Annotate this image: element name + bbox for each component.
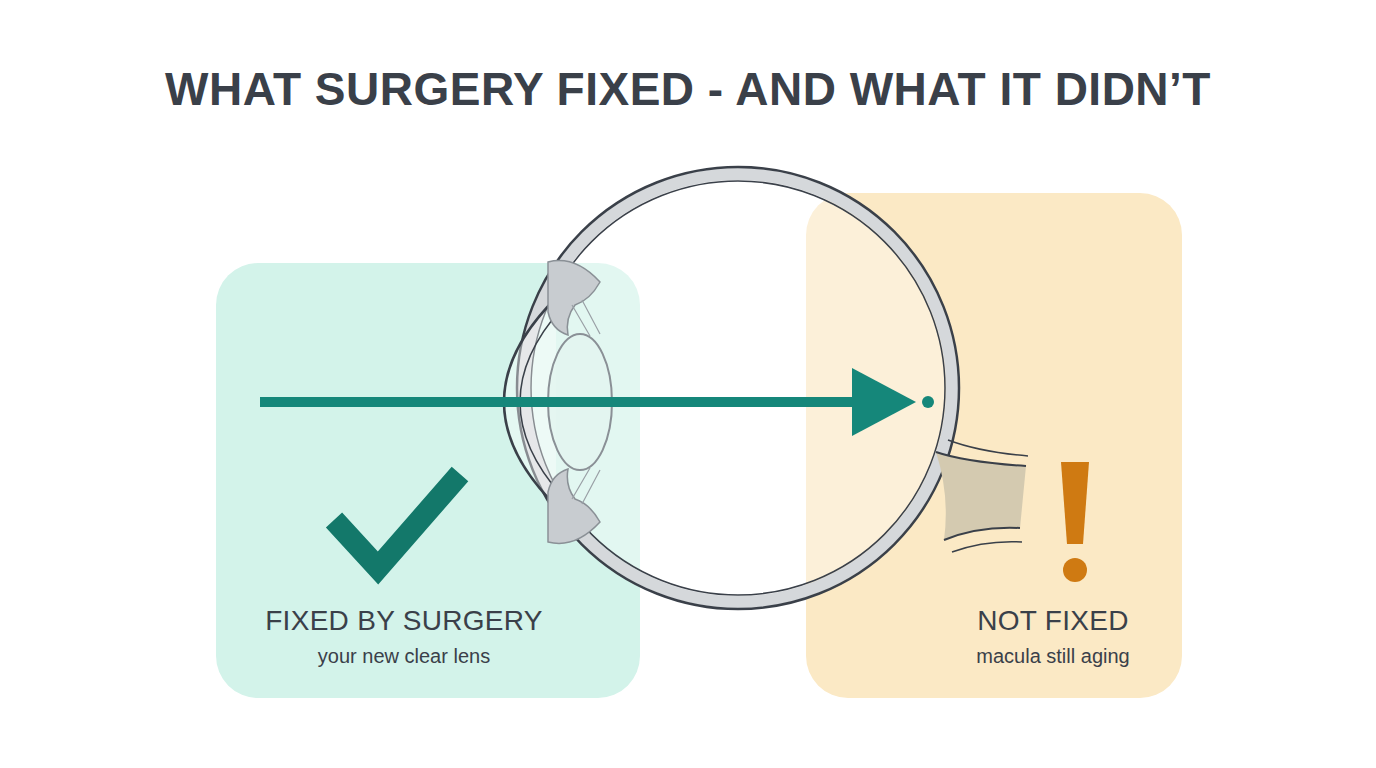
eye-interior xyxy=(517,167,959,609)
diagram-title: WHAT SURGERY FIXED - AND WHAT IT DIDN’T xyxy=(0,62,1376,116)
panel-caption: your new clear lens xyxy=(318,645,490,668)
check-mark xyxy=(334,474,460,568)
info-panel: FIXED BY SURGERY your new clear lens xyxy=(216,263,640,698)
panel-heading: NOT FIXED xyxy=(977,605,1129,637)
optic-nerve-edge xyxy=(944,528,1020,540)
eye-inner-outline xyxy=(531,181,945,595)
optic-nerve-sheath xyxy=(952,542,1022,552)
optic-nerve-edge xyxy=(936,452,1026,466)
cornea xyxy=(504,298,556,506)
cornea-inner xyxy=(520,308,562,496)
optic-nerve-sheath xyxy=(948,440,1028,456)
eye-outline xyxy=(517,167,959,609)
panel-caption: macula still aging xyxy=(976,645,1129,668)
panel-heading: FIXED BY SURGERY xyxy=(265,605,543,637)
light-ray-head xyxy=(852,368,916,436)
macula-dot xyxy=(922,396,934,408)
eye-wall xyxy=(524,174,952,602)
warning-mark xyxy=(1061,462,1089,544)
light-ray xyxy=(260,397,860,407)
warning-mark-dot xyxy=(1063,558,1087,582)
info-panel: NOT FIXED macula still aging xyxy=(806,193,1182,698)
iris-lower xyxy=(548,469,600,543)
zonule-fibers xyxy=(572,300,600,504)
iris-upper xyxy=(548,261,600,335)
optic-nerve xyxy=(936,452,1026,540)
lens xyxy=(548,334,612,470)
